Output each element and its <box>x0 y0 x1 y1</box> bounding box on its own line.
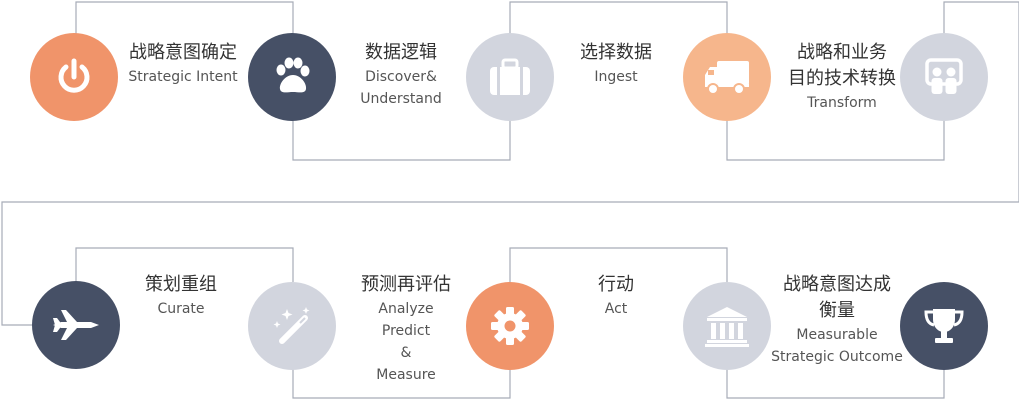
trophy-icon <box>924 309 964 343</box>
step-circle-3 <box>466 33 554 121</box>
step-circle-8 <box>466 282 554 370</box>
step-3-subtitle: Ingest <box>594 69 638 85</box>
step-label-9: 战略意图达成 衡量 Measurable Strategic Outcome <box>764 272 910 368</box>
step-8-subtitle: Act <box>604 301 628 317</box>
step-2-title: 数据逻辑 <box>365 42 437 63</box>
step-circle-2 <box>248 33 336 121</box>
step-6-title: 策划重组 <box>145 274 217 295</box>
step-circle-10 <box>900 282 988 370</box>
step-7-subtitle-line-3: & <box>400 345 412 361</box>
connector-8-9 <box>509 247 728 282</box>
step-label-3: 选择数据 Ingest <box>560 40 672 88</box>
step-7-subtitle-line-2: Predict <box>381 323 431 339</box>
connector-2-3 <box>292 118 511 161</box>
step-label-1: 战略意图确定 Strategic Intent <box>100 40 266 88</box>
step-2-subtitle-line-1: Discover& <box>365 69 437 85</box>
step-4-title-line-1: 战略和业务 <box>797 42 887 63</box>
connector-1-2 <box>75 1 294 36</box>
step-6-subtitle: Curate <box>157 301 205 317</box>
step-9-title-line-1: 战略意图达成 <box>783 274 891 295</box>
step-label-4: 战略和业务 目的技术转换 Transform <box>766 40 918 114</box>
power-icon <box>58 58 90 93</box>
step-label-7: 预测再评估 Analyze Predict & Measure <box>338 272 474 386</box>
step-9-title-line-2: 衡量 <box>819 300 855 321</box>
step-4-title-line-2: 目的技术转换 <box>788 68 896 89</box>
step-circle-7 <box>248 282 336 370</box>
step-circle-9 <box>683 282 771 370</box>
step-9-subtitle-line-2: Strategic Outcome <box>771 349 903 365</box>
step-label-8: 行动 Act <box>566 272 666 320</box>
step-1-subtitle: Strategic Intent <box>128 69 238 85</box>
paw-icon <box>276 57 310 93</box>
fighter-jet-icon <box>53 310 99 340</box>
connector-3-4 <box>509 1 728 36</box>
step-7-subtitle-line-4: Measure <box>376 367 436 383</box>
connector-4-5 <box>726 118 945 161</box>
truck-icon <box>705 61 749 95</box>
step-circle-6 <box>32 281 120 369</box>
step-7-subtitle-line-1: Analyze <box>378 301 434 317</box>
step-2-subtitle-line-2: Understand <box>360 91 442 107</box>
step-3-title: 选择数据 <box>580 42 652 63</box>
step-label-6: 策划重组 Curate <box>118 272 244 320</box>
step-1-title: 战略意图确定 <box>129 42 237 63</box>
magic-wand-icon <box>273 307 310 344</box>
step-4-subtitle: Transform <box>807 95 877 111</box>
bank-icon <box>705 307 749 347</box>
connector-9-10 <box>726 368 945 399</box>
briefcase-icon <box>490 58 530 95</box>
step-8-title: 行动 <box>598 274 634 295</box>
connector-6-7 <box>75 247 294 282</box>
step-circle-5 <box>900 33 988 121</box>
gear-icon <box>491 307 529 345</box>
connector-7-8 <box>292 368 511 399</box>
step-circle-4 <box>683 33 771 121</box>
people-board-icon <box>925 58 963 94</box>
connector-5-6 <box>1 1 1019 326</box>
step-label-2: 数据逻辑 Discover& Understand <box>340 40 462 110</box>
step-9-subtitle-line-1: Measurable <box>796 327 878 343</box>
step-7-title: 预测再评估 <box>361 274 451 295</box>
step-circle-1 <box>30 33 118 121</box>
